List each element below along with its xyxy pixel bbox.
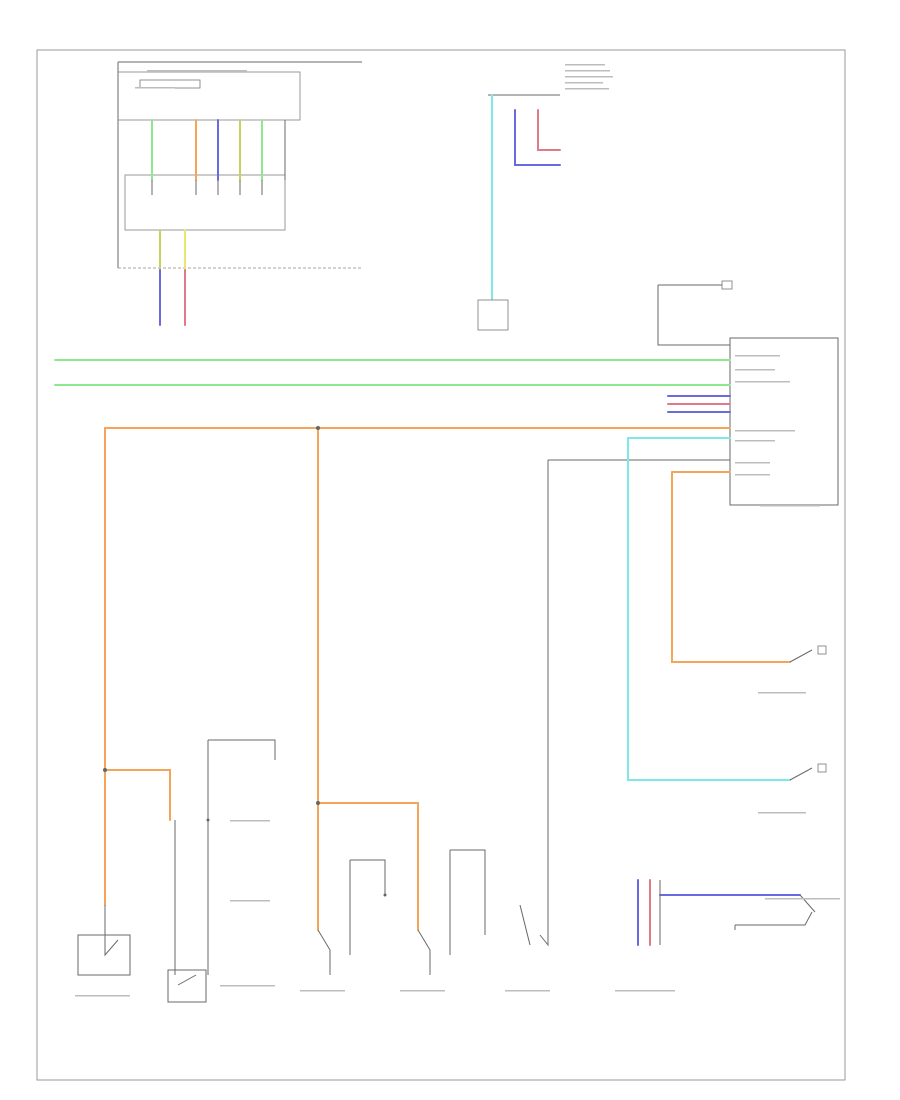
right-cyan-door bbox=[627, 437, 791, 781]
left-front-door-switch bbox=[789, 763, 827, 781]
label-blocks bbox=[75, 64, 840, 997]
fuse-wire-red bbox=[537, 109, 561, 151]
rear-upper-switch bbox=[519, 460, 549, 947]
tcm-block bbox=[117, 61, 362, 326]
bcm-block bbox=[167, 739, 276, 1003]
stop-lamp-switch bbox=[77, 905, 131, 976]
center-orange-branch bbox=[317, 802, 419, 931]
left-orange-branch bbox=[104, 769, 171, 821]
fuse-wire-blue bbox=[514, 109, 561, 166]
right-orange-door bbox=[671, 471, 791, 663]
rear-lower-switch bbox=[317, 859, 387, 975]
right-front-door-switch bbox=[789, 645, 827, 663]
left-lower-switch bbox=[417, 849, 486, 975]
diagram-frame bbox=[36, 49, 846, 1081]
seatbelt-buckle-block bbox=[637, 879, 816, 946]
ecu-top bbox=[657, 280, 839, 506]
fuse-relay-block bbox=[477, 94, 561, 331]
